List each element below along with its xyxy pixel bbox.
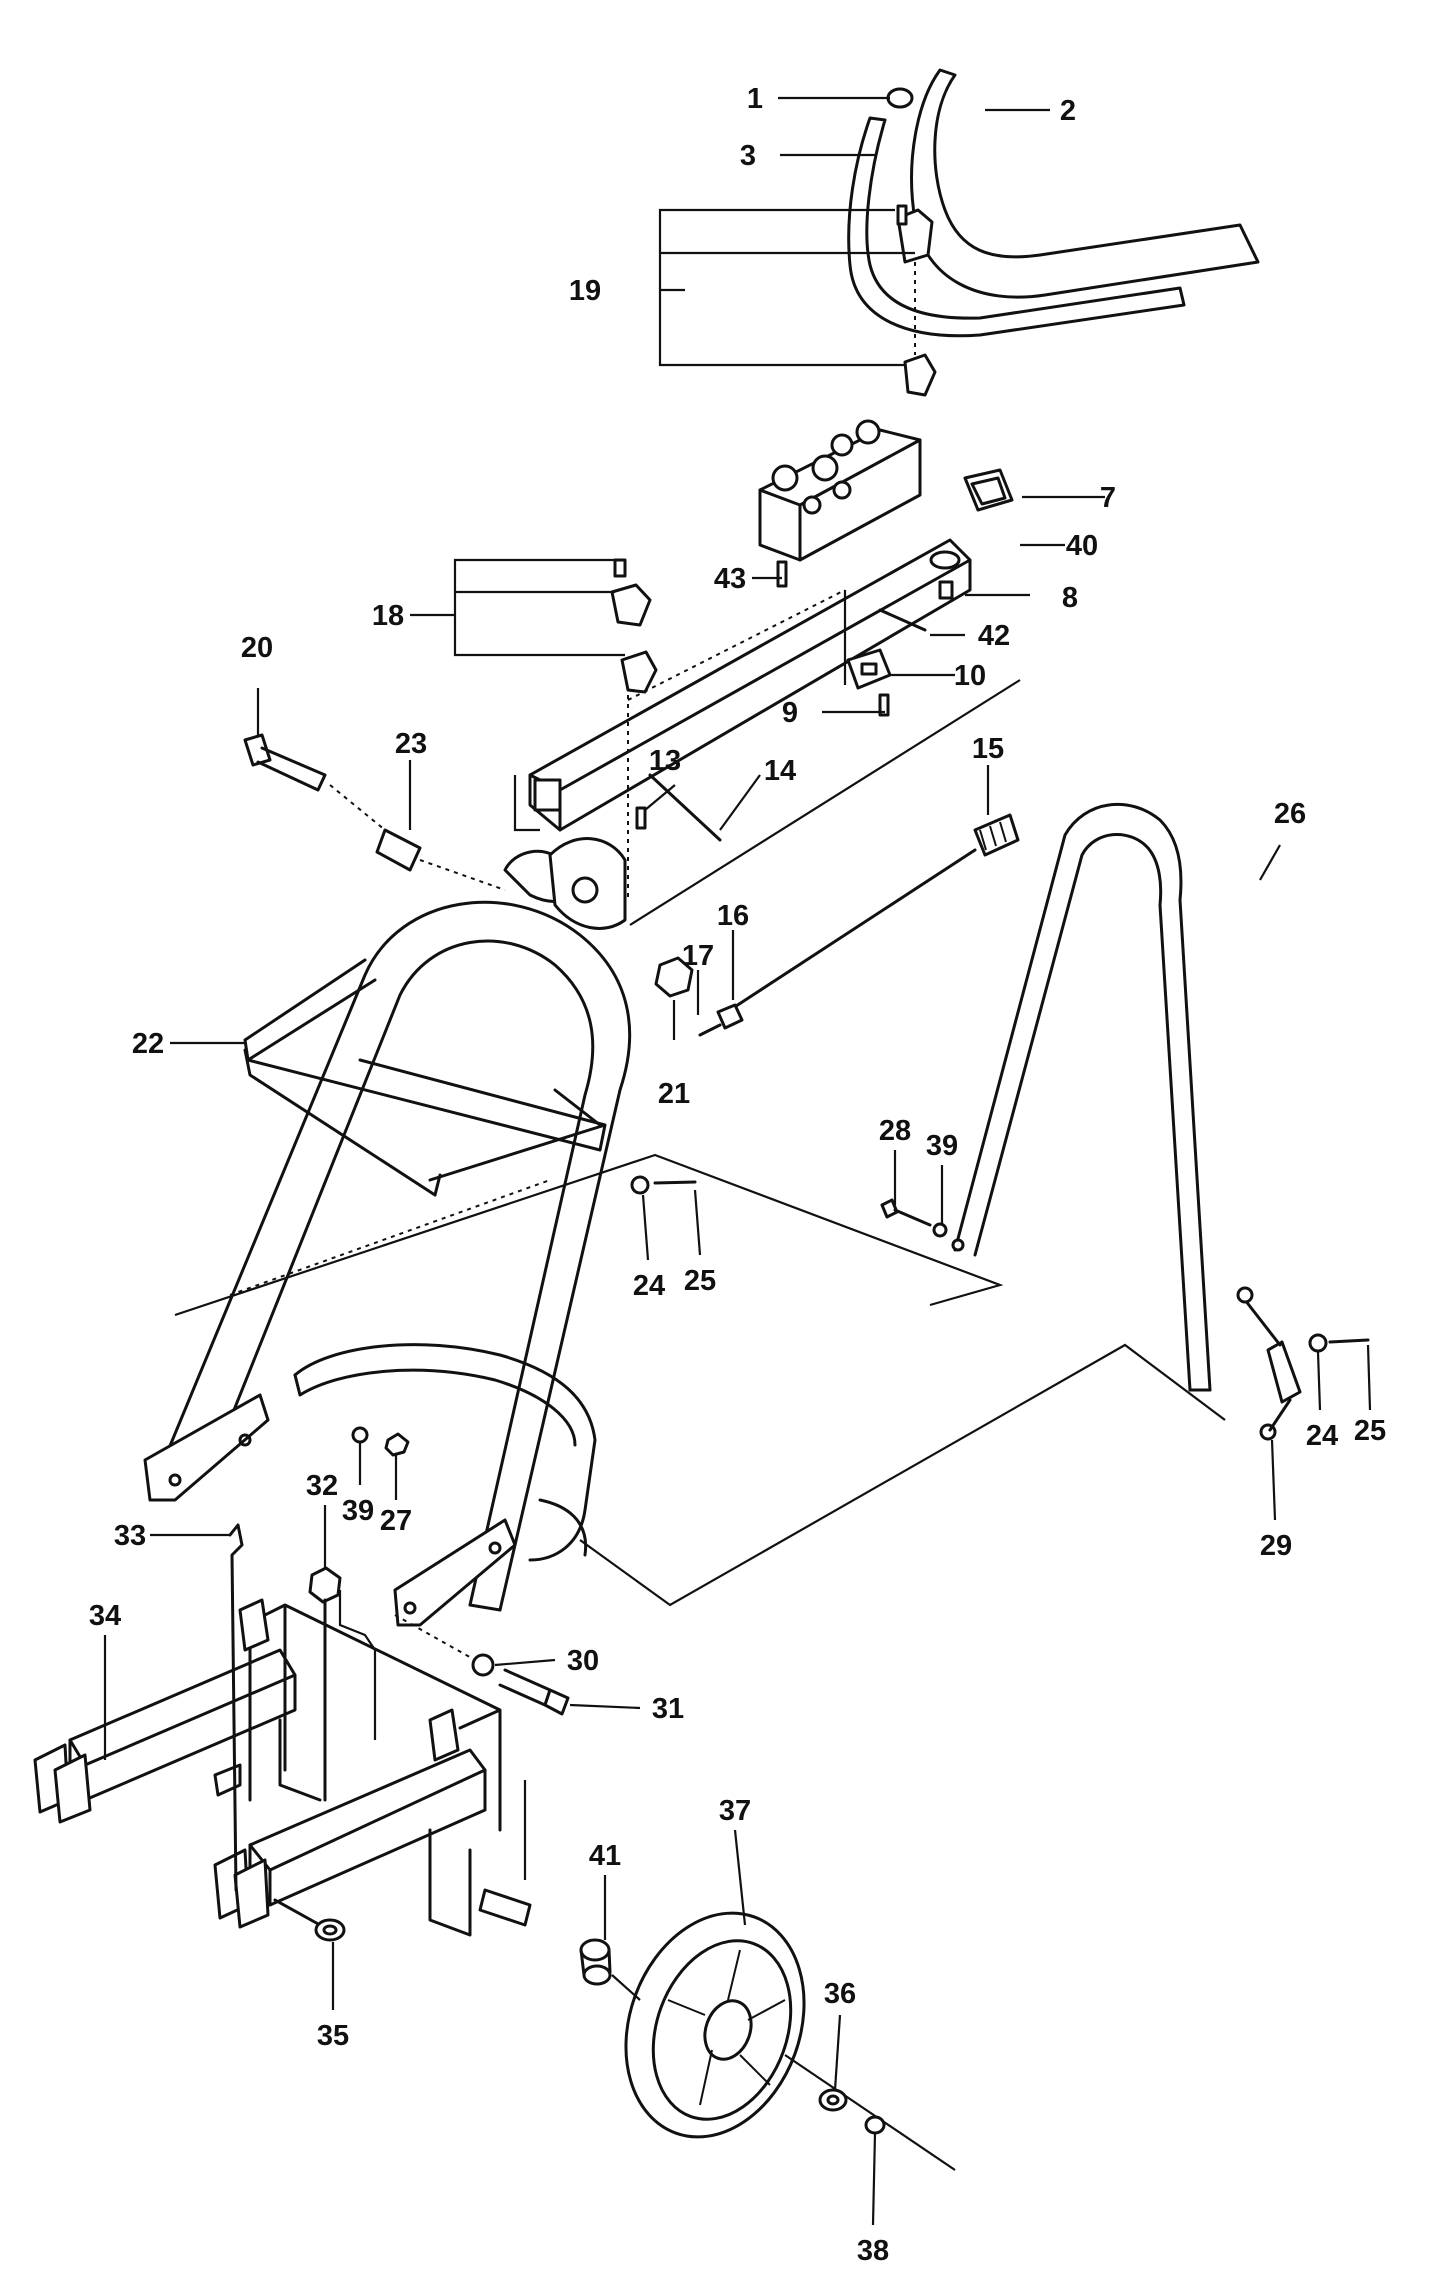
clamp-18 xyxy=(610,558,658,694)
end-cap-1 xyxy=(886,87,914,109)
callout-30: 30 xyxy=(567,1645,599,1677)
nut-21 xyxy=(654,956,694,998)
handle-26 xyxy=(951,802,1212,1392)
callout-19: 19 xyxy=(569,275,601,307)
callout-36: 36 xyxy=(824,1978,856,2010)
callout-18: 18 xyxy=(372,600,404,632)
hidden-line xyxy=(229,1179,551,1296)
callout-25: 25 xyxy=(1354,1415,1386,1447)
callout-32: 32 xyxy=(306,1470,338,1502)
bolt-20 xyxy=(243,733,327,792)
main-frame xyxy=(143,900,632,1627)
handle-tube-3 xyxy=(847,116,1186,338)
callout-39: 39 xyxy=(926,1130,958,1162)
clamp-19 xyxy=(896,204,937,397)
main-beam-40 xyxy=(528,538,972,832)
handle-tube-2 xyxy=(910,68,1260,299)
callout-41: 41 xyxy=(589,1840,621,1872)
callout-22: 22 xyxy=(132,1028,164,1060)
callout-13: 13 xyxy=(649,745,681,777)
callout-23: 23 xyxy=(395,728,427,760)
pin-17 xyxy=(698,1003,744,1037)
callout-2: 2 xyxy=(1060,95,1076,127)
bracket-10 xyxy=(846,648,892,690)
tank-hoop xyxy=(293,1343,597,1562)
washer-30 xyxy=(471,1653,495,1677)
callout-39: 39 xyxy=(342,1495,374,1527)
screw-43 xyxy=(776,560,788,588)
callout-26: 26 xyxy=(1274,798,1306,830)
callout-43: 43 xyxy=(714,563,746,595)
callout-29: 29 xyxy=(1260,1530,1292,1562)
clip-38 xyxy=(864,2115,886,2135)
callout-21: 21 xyxy=(658,1078,690,1110)
bolt-28 xyxy=(880,1198,932,1227)
callout-24: 24 xyxy=(1306,1420,1338,1452)
spacer-23 xyxy=(375,828,422,872)
screw-25-upper xyxy=(653,1180,697,1185)
nut-27 xyxy=(384,1432,410,1457)
screw-25-lower xyxy=(1328,1338,1370,1344)
nut-32 xyxy=(308,1566,342,1802)
spacer-41 xyxy=(579,1938,612,1986)
leader-lines xyxy=(103,96,1372,2226)
perspective-lines xyxy=(174,1153,1226,1607)
screw-13 xyxy=(635,806,647,830)
callout-9: 9 xyxy=(782,697,798,729)
rod-14 xyxy=(648,773,722,842)
bolt-31 xyxy=(498,1668,570,1716)
eye-bolt-35 xyxy=(273,1898,346,1942)
callout-7: 7 xyxy=(1100,482,1116,514)
callout-8: 8 xyxy=(1062,582,1078,614)
callout-24: 24 xyxy=(633,1270,665,1302)
explode-frame xyxy=(513,589,1021,926)
callout-40: 40 xyxy=(1066,530,1098,562)
washer-36 xyxy=(818,2088,848,2112)
callout-10: 10 xyxy=(954,660,986,692)
rod-42 xyxy=(878,608,927,632)
base-carriage-34 xyxy=(33,1598,532,1937)
cable-16 xyxy=(728,848,977,1012)
callout-33: 33 xyxy=(114,1520,146,1552)
base-frame-lines xyxy=(338,1590,527,1880)
washer-39-upper xyxy=(932,1222,948,1238)
washer-24-lower xyxy=(1308,1333,1328,1353)
callout-25: 25 xyxy=(684,1265,716,1297)
callout-15: 15 xyxy=(972,733,1004,765)
axle-line xyxy=(784,2054,956,2171)
callout-16: 16 xyxy=(717,900,749,932)
locking-discs xyxy=(503,837,627,930)
washer-24-upper xyxy=(630,1175,650,1195)
screw-8 xyxy=(938,580,954,600)
callout-20: 20 xyxy=(241,632,273,664)
callout-35: 35 xyxy=(317,2020,349,2052)
screw-9 xyxy=(878,693,890,717)
callout-3: 3 xyxy=(740,140,756,172)
callout-14: 14 xyxy=(764,755,796,787)
callout-17: 17 xyxy=(682,940,714,972)
callout-34: 34 xyxy=(89,1600,121,1632)
gas-strut-29 xyxy=(1236,1286,1302,1441)
callout-28: 28 xyxy=(879,1115,911,1147)
callout-27: 27 xyxy=(380,1505,412,1537)
wheel-37 xyxy=(624,1911,806,2139)
callout-42: 42 xyxy=(978,620,1010,652)
control-box xyxy=(758,419,922,562)
plate-7 xyxy=(963,468,1014,512)
washer-39-lower xyxy=(351,1426,369,1444)
clip-33 xyxy=(228,1523,244,1892)
spring-15 xyxy=(973,813,1020,857)
callout-31: 31 xyxy=(652,1693,684,1725)
callout-1: 1 xyxy=(747,83,763,115)
callout-38: 38 xyxy=(857,2235,889,2267)
handle-22 xyxy=(243,958,607,1197)
callout-37: 37 xyxy=(719,1795,751,1827)
